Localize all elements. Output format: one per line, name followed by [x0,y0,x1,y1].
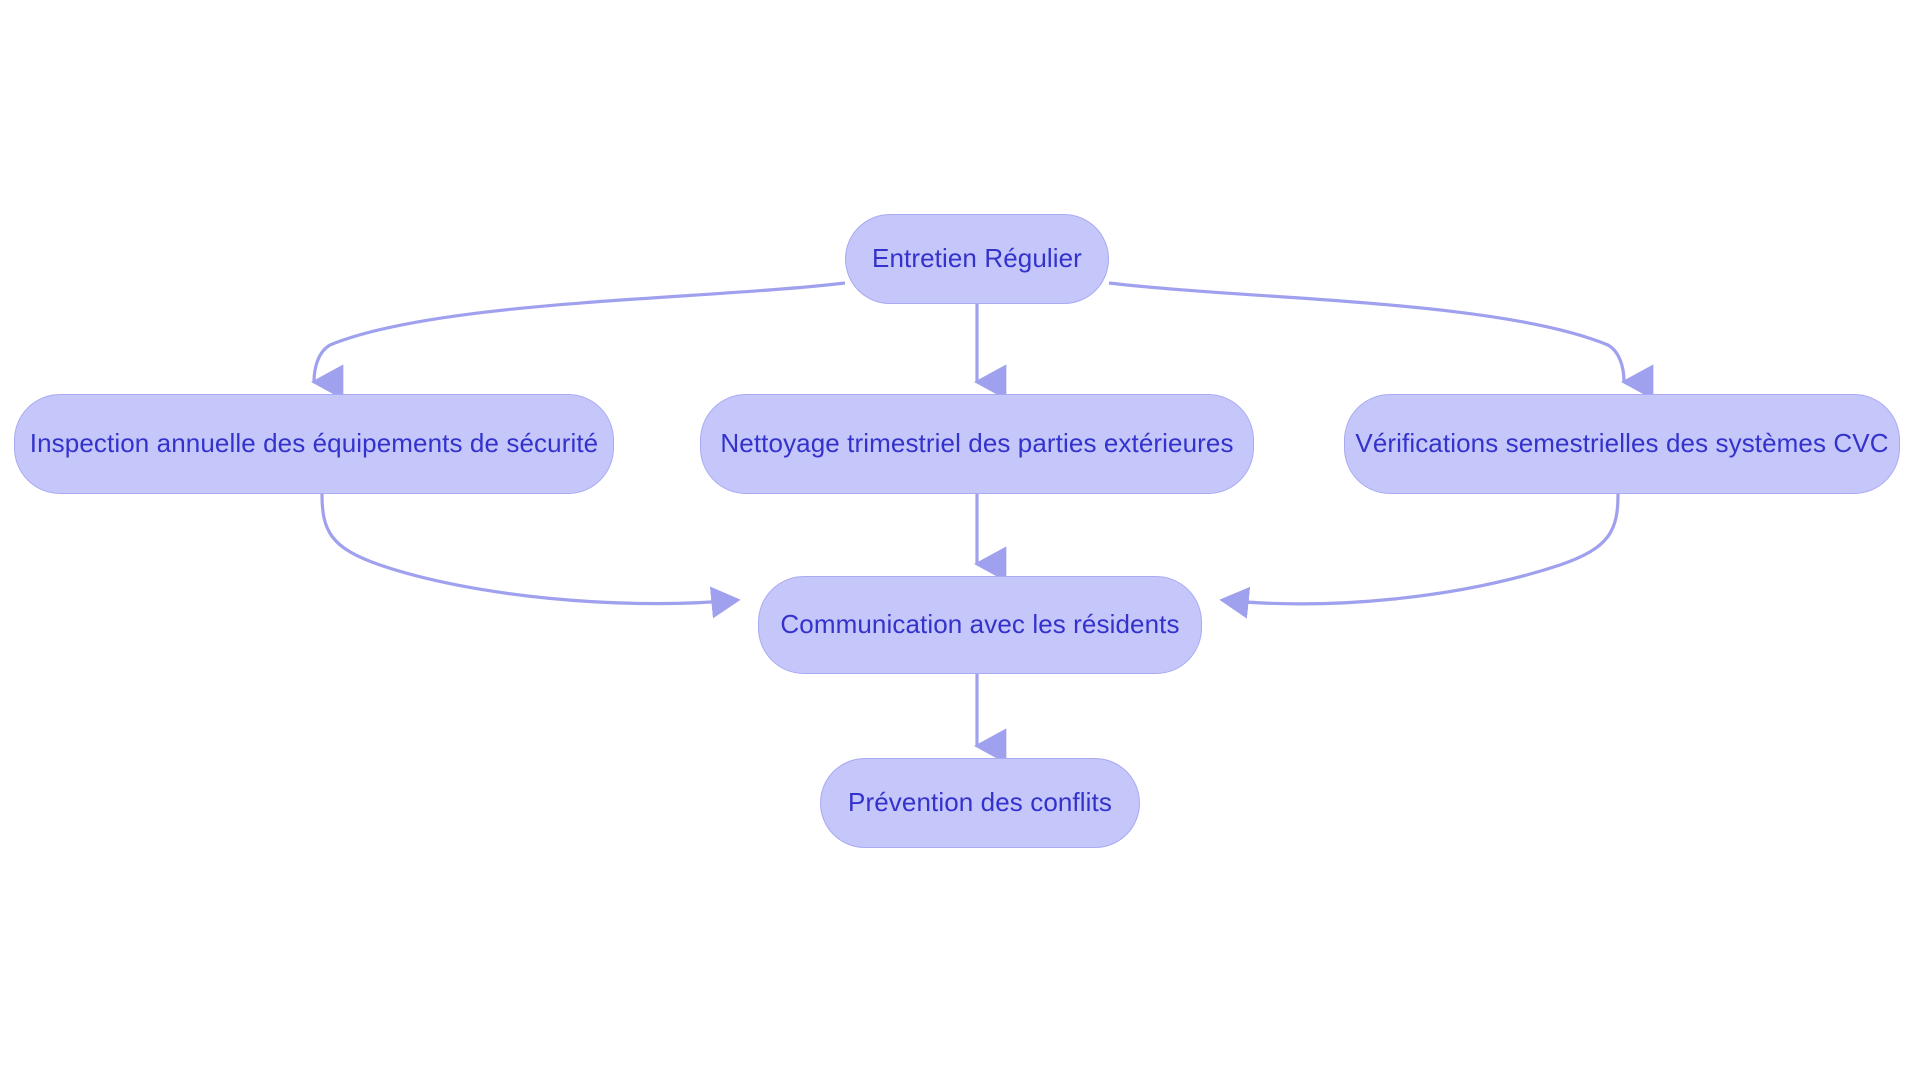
node-label: Nettoyage trimestriel des parties extéri… [720,428,1234,459]
edge-inspection-to-communication [320,493,741,619]
node-label: Inspection annuelle des équipements de s… [29,428,599,459]
node-label: Communication avec les résidents [780,609,1180,640]
edge-verifications-to-communication [1219,493,1620,619]
node-entretien-regulier[interactable]: Entretien Régulier [845,214,1109,304]
node-prevention-conflits[interactable]: Prévention des conflits [820,758,1140,848]
node-communication-residents[interactable]: Communication avec les résidents [758,576,1202,674]
node-label: Entretien Régulier [872,243,1082,274]
node-label: Vérifications semestrielles des systèmes… [1355,428,1889,459]
node-verifications-semestrielles[interactable]: Vérifications semestrielles des systèmes… [1344,394,1900,494]
edge-entretien-to-inspection [311,281,846,400]
node-inspection-annuelle[interactable]: Inspection annuelle des équipements de s… [14,394,614,494]
node-label: Prévention des conflits [848,787,1112,818]
node-nettoyage-trimestriel[interactable]: Nettoyage trimestriel des parties extéri… [700,394,1254,494]
edge-entretien-to-verifications [1108,281,1654,400]
